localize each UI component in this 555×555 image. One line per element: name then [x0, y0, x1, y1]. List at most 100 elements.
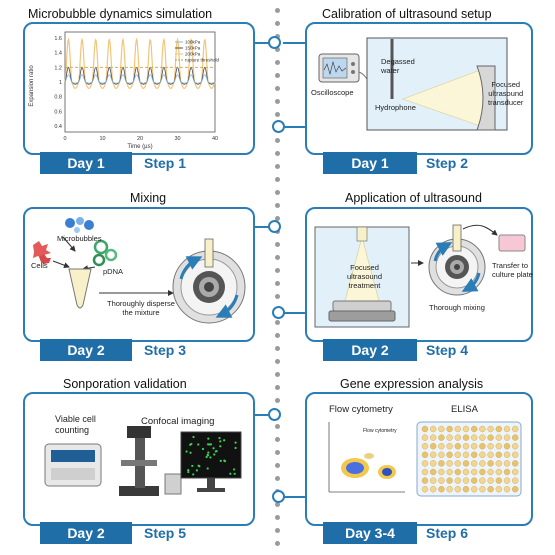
elisa-well	[462, 468, 470, 476]
elisa-well	[429, 434, 437, 441]
fluorescent-cell	[232, 468, 236, 471]
timeline-dot	[275, 450, 280, 455]
timeline-dot	[275, 333, 280, 338]
culture-plate-icon	[498, 234, 526, 252]
elisa-well	[495, 434, 503, 441]
legend-entry: 200kPa	[185, 52, 201, 57]
elisa-well	[470, 443, 478, 450]
elisa-well	[503, 460, 511, 467]
elisa-well	[429, 477, 437, 484]
fluorescent-cell	[197, 443, 200, 446]
fluorescent-cell	[195, 469, 198, 472]
timeline-dot	[275, 372, 280, 377]
timeline-dot	[275, 138, 280, 143]
fluorescent-cell	[219, 459, 222, 462]
cells-label: Cells	[31, 261, 48, 270]
elisa-well	[487, 477, 494, 484]
elisa-well	[487, 485, 494, 493]
step6-panel: Flow cytometry Flow cytometry ELISA	[305, 392, 533, 526]
x-tick-label: 0	[63, 136, 66, 142]
elisa-well	[438, 477, 445, 484]
day-badge-6: Day 3-4	[323, 522, 417, 544]
elisa-well	[429, 451, 437, 458]
fluorescent-cell	[207, 437, 210, 440]
y-tick-label: 0.8	[54, 95, 62, 101]
elisa-well	[503, 443, 511, 450]
legend-entry: 150kPa	[185, 46, 201, 51]
elisa-well	[503, 468, 511, 476]
elisa-well	[446, 434, 453, 441]
elisa-well	[454, 443, 462, 450]
elisa-well	[438, 468, 445, 476]
fluorescent-cell	[234, 441, 237, 444]
elisa-well	[479, 451, 486, 458]
timeline-dot	[275, 242, 280, 247]
timeline-dot	[275, 515, 280, 520]
step-label-5: Step 5	[144, 525, 187, 541]
elisa-well	[421, 468, 429, 476]
timeline-dot	[275, 320, 280, 325]
timeline-dot	[275, 385, 280, 390]
fluorescent-cell	[223, 459, 226, 462]
elisa-well	[479, 477, 486, 484]
elisa-well	[511, 451, 519, 458]
cells-icon	[33, 241, 51, 264]
timeline-dot	[275, 268, 280, 273]
day-badge-1: Day 1	[40, 152, 132, 174]
transducer-base	[332, 300, 392, 312]
mixer-icon	[172, 238, 246, 324]
elisa-well	[470, 425, 478, 433]
fluorescent-cell	[219, 445, 222, 448]
tube-icon	[68, 268, 92, 309]
elisa-well	[438, 460, 445, 467]
elisa-well	[454, 460, 462, 467]
y-tick-label: 1.4	[54, 51, 62, 57]
timeline-dot	[275, 528, 280, 533]
elisa-well	[454, 425, 462, 433]
elisa-well	[421, 443, 429, 450]
elisa-well	[487, 451, 494, 458]
elisa-well	[470, 460, 478, 467]
timeline-dot	[275, 86, 280, 91]
timeline-node-5	[268, 408, 281, 421]
elisa-label: ELISA	[451, 404, 478, 415]
elisa-well	[511, 434, 519, 441]
timeline-dot	[275, 8, 280, 13]
timeline-dot	[275, 60, 280, 65]
elisa-well	[503, 434, 511, 441]
fluorescent-cell	[218, 436, 221, 440]
fluorescent-cell	[223, 439, 226, 442]
x-tick-label: 20	[137, 136, 143, 142]
fluorescent-cell	[191, 464, 194, 468]
timeline-dot	[275, 47, 280, 52]
elisa-well	[479, 443, 486, 450]
connector-1	[255, 42, 275, 44]
calibration-illustration	[318, 37, 508, 131]
elisa-well	[470, 434, 478, 441]
elisa-well	[429, 443, 437, 450]
connector-7	[283, 496, 305, 498]
cell-counter-icon	[44, 443, 102, 487]
elisa-well	[446, 425, 453, 433]
pdna-label: pDNA	[103, 267, 124, 276]
connector-6	[255, 414, 275, 416]
fluorescent-cell	[185, 450, 188, 453]
hydrophone-label: Hydrophone	[375, 103, 416, 112]
timeline-dot	[275, 99, 280, 104]
fluorescent-cell	[187, 469, 190, 472]
microbubbles-label: Microbubbles	[57, 234, 102, 243]
fluorescent-cell	[207, 451, 210, 454]
x-tick-label: 40	[212, 136, 218, 142]
flow-plot-title: Flow cytometry	[363, 428, 397, 434]
y-tick-label: 0.4	[54, 124, 62, 130]
elisa-well	[495, 460, 503, 467]
expression-illustration	[328, 421, 522, 497]
confocal-monitor-icon	[180, 431, 242, 492]
microbubbles-icon	[65, 217, 94, 233]
x-tick-label: 30	[174, 136, 180, 142]
